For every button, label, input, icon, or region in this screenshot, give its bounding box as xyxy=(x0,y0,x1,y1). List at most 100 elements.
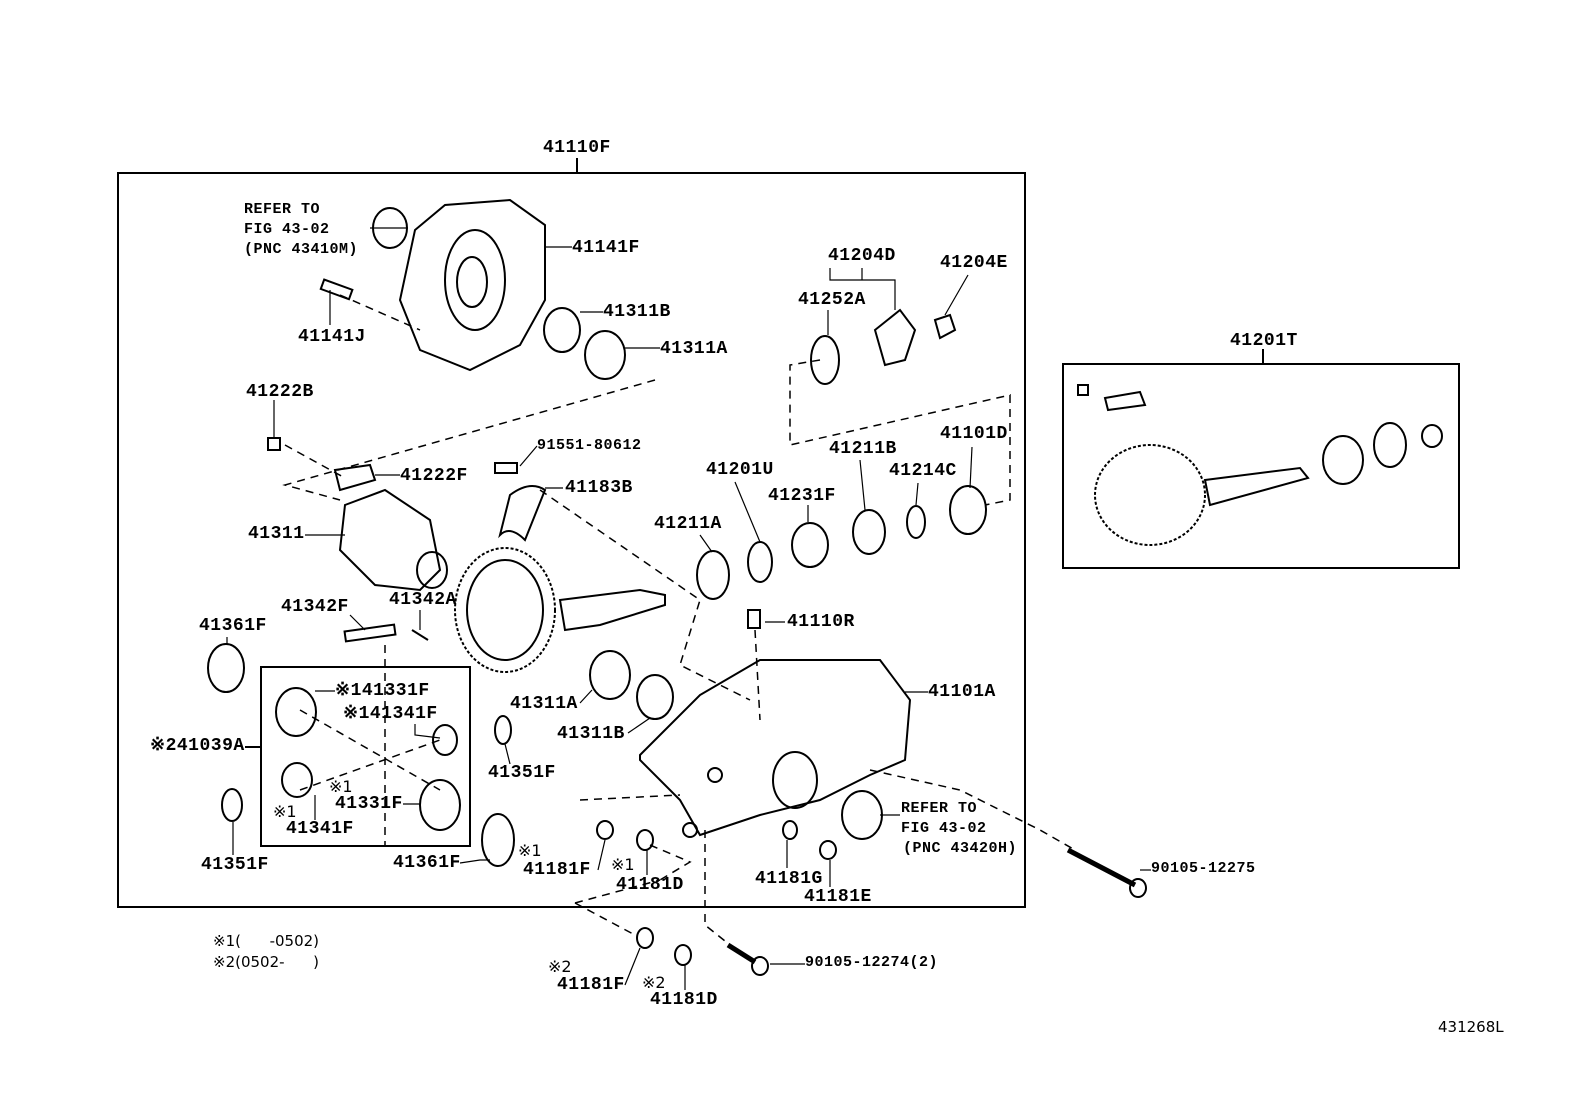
bolt-90105-12274 xyxy=(726,942,757,965)
bearing-41211A xyxy=(696,550,730,600)
part-label[interactable]: 41311 xyxy=(248,524,305,544)
part-label[interactable]: 41181F xyxy=(523,860,591,880)
pinion-gear-upper xyxy=(432,724,458,756)
part-label-41201T[interactable]: 41201T xyxy=(1230,331,1298,351)
assembly-dashed-lines xyxy=(282,294,1076,946)
part-label[interactable]: 41222F xyxy=(400,466,468,486)
part-label[interactable]: ※141331F xyxy=(335,681,430,701)
part-label[interactable]: 41101D xyxy=(940,424,1008,444)
part-label[interactable]: 41351F xyxy=(201,855,269,875)
washer-41181F-2 xyxy=(636,927,654,949)
part-label[interactable]: 41101A xyxy=(928,682,996,702)
refer-lower-line3[interactable]: (PNC 43420H) xyxy=(903,840,1018,857)
seal-41101D xyxy=(949,485,987,535)
marker: ※1 xyxy=(329,777,353,796)
oil-seal-43420H xyxy=(841,790,883,840)
part-label[interactable]: 41211B xyxy=(829,439,897,459)
part-label[interactable]: 41183B xyxy=(565,478,633,498)
part-label[interactable]: 41342F xyxy=(281,597,349,617)
part-label[interactable]: 41204E xyxy=(940,253,1008,273)
nut-41204E xyxy=(933,313,957,340)
refer-upper-line1: REFER TO xyxy=(244,201,321,218)
washer-41252A xyxy=(810,335,840,385)
part-label[interactable]: 41181D xyxy=(616,875,684,895)
part-label[interactable]: 41231F xyxy=(768,486,836,506)
kit-41201T-parts xyxy=(1077,384,1443,546)
part-label[interactable]: 41351F xyxy=(488,763,556,783)
part-label[interactable]: 41181G xyxy=(755,869,823,889)
footnote-2: ※2(0502- ) xyxy=(213,953,320,971)
part-label[interactable]: 41141F xyxy=(572,238,640,258)
bolt-90105-12275 xyxy=(1066,847,1137,888)
collar-41231F xyxy=(791,522,829,568)
part-label[interactable]: 90105-12275 xyxy=(1151,860,1256,877)
washer-41351F-mid xyxy=(494,715,512,745)
pinion-shaft-41342F xyxy=(343,623,397,643)
cover-41141F xyxy=(398,198,546,372)
part-label[interactable]: ※241039A xyxy=(150,736,245,756)
plug-41181D-2 xyxy=(674,944,692,966)
washer-41214C xyxy=(906,505,926,539)
washer-41361F-left xyxy=(207,643,245,693)
bolt-91551 xyxy=(494,462,518,474)
bolt-41222B xyxy=(267,437,281,451)
breather-41110R xyxy=(747,609,761,629)
part-label[interactable]: 41181E xyxy=(804,887,872,907)
part-label[interactable]: 41311A xyxy=(510,694,578,714)
part-label[interactable]: 41204D xyxy=(828,246,896,266)
marker: ※1 xyxy=(611,855,635,874)
pinion-gear-lower xyxy=(281,762,313,798)
washer-41361F-low xyxy=(481,813,515,867)
washer-41181F-1 xyxy=(596,820,614,840)
part-label[interactable]: 41361F xyxy=(393,853,461,873)
part-label[interactable]: 41311B xyxy=(603,302,671,322)
plug-41181D-1 xyxy=(636,829,654,851)
refer-upper-line3[interactable]: (PNC 43410M) xyxy=(244,241,359,258)
bearing-41311A xyxy=(584,330,626,380)
side-gear-upper xyxy=(275,687,317,737)
part-label[interactable]: 41342A xyxy=(389,590,457,610)
part-label[interactable]: 41341F xyxy=(286,819,354,839)
part-label[interactable]: 41211A xyxy=(654,514,722,534)
part-label[interactable]: 41214C xyxy=(889,461,957,481)
part-label[interactable]: 41311A xyxy=(660,339,728,359)
lock-plate-41222F xyxy=(333,463,377,492)
part-label[interactable]: ※141341F xyxy=(343,704,438,724)
part-label[interactable]: 41361F xyxy=(199,616,267,636)
bearing-41211B xyxy=(852,509,886,555)
side-gear-lower xyxy=(419,779,461,831)
bolt-41141J xyxy=(319,278,354,301)
washer-41351F-left xyxy=(221,788,243,822)
part-label[interactable]: 41222B xyxy=(246,382,314,402)
part-label[interactable]: 41181F xyxy=(557,975,625,995)
ring-gear-pinion xyxy=(454,547,666,673)
part-label[interactable]: 41201U xyxy=(706,460,774,480)
part-label[interactable]: 41141J xyxy=(298,327,366,347)
spacer-41201U xyxy=(747,541,773,583)
case-41311 xyxy=(338,488,448,592)
ring-pinion-kit-frame xyxy=(1062,363,1460,569)
part-label-41110F[interactable]: 41110F xyxy=(543,138,611,158)
footnote-1: ※1( -0502) xyxy=(213,932,320,950)
part-label[interactable]: 41331F xyxy=(335,794,403,814)
leader-lines xyxy=(226,227,1151,990)
part-label[interactable]: 91551-80612 xyxy=(537,437,642,454)
assembly-frame xyxy=(117,172,1026,908)
pin-41342A xyxy=(411,629,429,641)
part-label[interactable]: 41181D xyxy=(650,990,718,1010)
bearing-41311A-mid xyxy=(589,650,631,700)
part-label[interactable]: 41110R xyxy=(787,612,855,632)
carrier-41101A xyxy=(639,659,912,838)
differential-gear-kit-frame xyxy=(260,666,471,847)
refer-lower-line2: FIG 43-02 xyxy=(901,820,987,837)
washer-41181G xyxy=(782,820,798,840)
marker: ※2 xyxy=(548,957,572,976)
plug-41181E xyxy=(819,840,837,860)
shim-41311B xyxy=(543,307,581,353)
part-label[interactable]: 90105-12274(2) xyxy=(805,954,939,971)
marker: ※1 xyxy=(518,841,542,860)
part-label[interactable]: 41252A xyxy=(798,290,866,310)
part-label[interactable]: 41311B xyxy=(557,724,625,744)
flange-41204D xyxy=(873,308,917,367)
